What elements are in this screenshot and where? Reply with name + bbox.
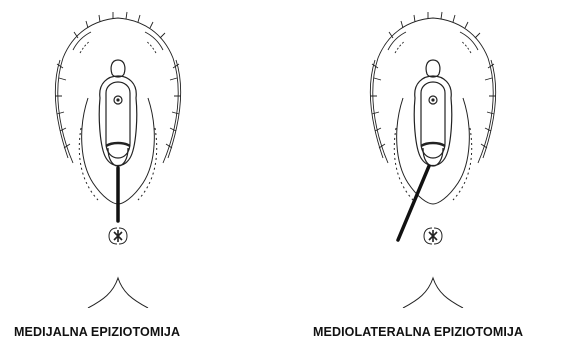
- hair-outline: [370, 12, 496, 163]
- buttocks-lines: [403, 278, 463, 308]
- median-episiotomy-caption: MEDIJALNA EPIZIOTOMIJA: [14, 325, 180, 339]
- inner-anatomy: [414, 60, 452, 166]
- outer-labia-outline: [394, 98, 471, 204]
- mediolateral-episiotomy-caption: MEDIOLATERALNA EPIZIOTOMIJA: [313, 325, 523, 339]
- median-episiotomy-illustration: [18, 8, 218, 308]
- inner-anatomy: [99, 60, 137, 166]
- anus-symbol: [424, 228, 442, 244]
- mediolateral-incision-line: [398, 166, 429, 240]
- mediolateral-episiotomy-illustration: [333, 8, 533, 308]
- anus-symbol: [109, 228, 127, 244]
- hair-outline: [55, 12, 181, 163]
- buttocks-lines: [88, 278, 148, 308]
